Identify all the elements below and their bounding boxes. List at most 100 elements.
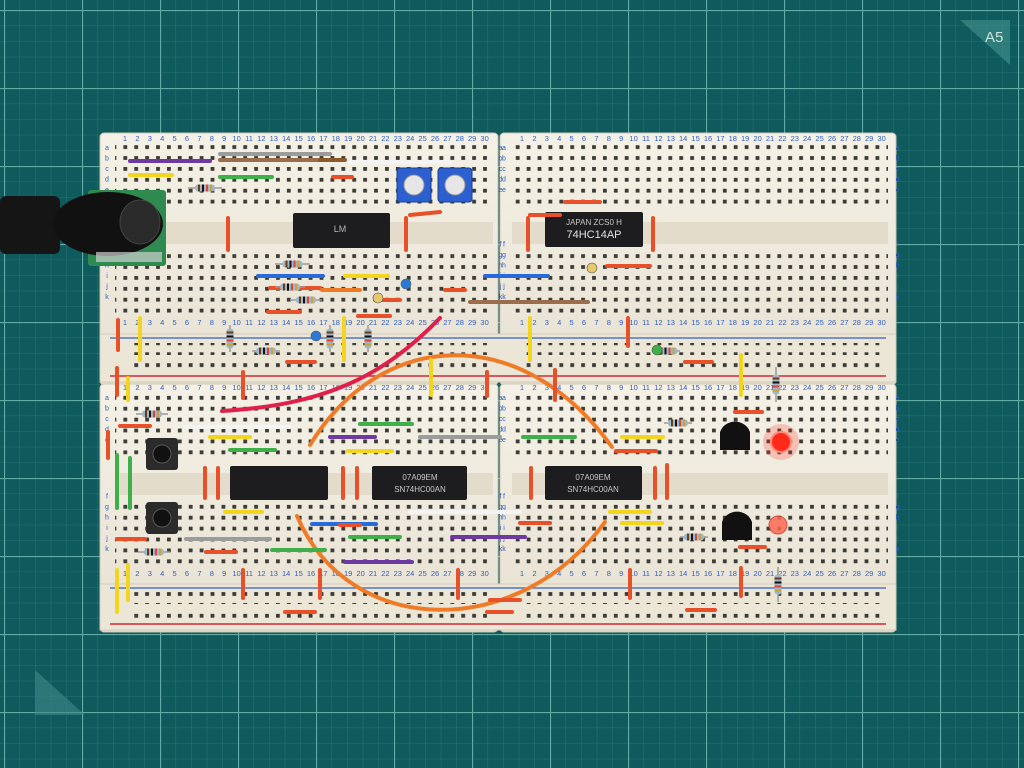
resistor [364, 325, 372, 352]
column-label: 18 [729, 134, 737, 143]
row-label: d [502, 177, 506, 184]
column-label: 2 [135, 318, 139, 327]
column-label: 15 [691, 134, 699, 143]
row-label: g [105, 504, 109, 511]
row-label: a [105, 395, 109, 402]
column-label: 17 [319, 318, 327, 327]
column-label: 7 [197, 134, 201, 143]
column-label: 4 [160, 383, 164, 392]
column-label: 20 [356, 569, 364, 578]
holes-bot-a-e-right [512, 395, 888, 455]
column-label: 21 [766, 318, 774, 327]
column-label: 1 [520, 318, 524, 327]
row-label: f [897, 494, 899, 501]
ic-top-right: JAPAN ZCS0 H 74HC14AP [545, 212, 643, 247]
column-label: 4 [160, 569, 164, 578]
column-label: 23 [394, 134, 402, 143]
column-label: 22 [778, 383, 786, 392]
column-label: 28 [853, 569, 861, 578]
column-label: 28 [456, 383, 464, 392]
row-label: f [500, 494, 502, 501]
column-label: 14 [679, 383, 687, 392]
column-label: 16 [704, 318, 712, 327]
mat-label: A5 [985, 29, 1003, 46]
row-label: e [896, 187, 900, 194]
wire-orange-arc-top [308, 353, 614, 449]
column-label: 19 [741, 134, 749, 143]
column-label: 19 [344, 134, 352, 143]
column-label: 2 [532, 134, 536, 143]
column-label: 18 [729, 383, 737, 392]
row-label: k [896, 546, 900, 553]
column-label: 22 [381, 134, 389, 143]
ic-bottom-right-body [545, 466, 642, 500]
column-label: 7 [594, 383, 598, 392]
column-label: 6 [582, 383, 586, 392]
power-input [0, 190, 166, 266]
resistor [252, 347, 280, 355]
column-label: 29 [865, 383, 873, 392]
row-label: b [105, 406, 109, 413]
row-label: j [896, 284, 899, 291]
row-label: k [499, 546, 503, 553]
column-label: 24 [406, 134, 414, 143]
column-label: 26 [828, 318, 836, 327]
column-label: 24 [406, 383, 414, 392]
column-label: 1 [123, 383, 127, 392]
column-label: 10 [629, 383, 637, 392]
row-label: i [897, 525, 899, 532]
column-label: 16 [704, 383, 712, 392]
column-label: 27 [443, 134, 451, 143]
push-buttons [146, 438, 178, 534]
row-label: k [896, 294, 900, 301]
ic-top-left-line1: LM [334, 224, 347, 234]
row-label: j [502, 284, 505, 291]
ic-bottom-left-body [230, 466, 328, 500]
row-label: b [896, 406, 900, 413]
row-label: f [897, 242, 899, 249]
row-label: g [502, 504, 506, 511]
capacitor [586, 262, 598, 274]
trimmer-knob-2-icon [444, 174, 466, 196]
column-label: 21 [766, 134, 774, 143]
column-label: 1 [123, 318, 127, 327]
column-label: 25 [418, 383, 426, 392]
row-label: d [105, 177, 109, 184]
column-label: 3 [148, 134, 152, 143]
column-label: 9 [222, 383, 226, 392]
column-label: 21 [369, 318, 377, 327]
column-label: 15 [294, 134, 302, 143]
breadboard-labels: 1122334455667788991010111112121313141415… [105, 134, 900, 578]
column-label: 11 [642, 569, 650, 578]
trimmer-knob-1-icon [403, 174, 425, 196]
column-label: 16 [307, 134, 315, 143]
rail-holes-bot-4 [520, 607, 880, 619]
ic-bottom-middle: 07A09EM SN74HC00AN [372, 466, 467, 500]
column-label: 16 [307, 569, 315, 578]
row-label: i [106, 273, 108, 280]
column-label: 7 [594, 569, 598, 578]
column-label: 9 [619, 134, 623, 143]
column-label: 28 [456, 318, 464, 327]
column-label: 30 [877, 318, 885, 327]
column-label: 12 [654, 569, 662, 578]
column-label: 5 [173, 569, 177, 578]
row-label: i [503, 525, 505, 532]
ic-top-right-body [545, 212, 643, 247]
resistor [188, 184, 222, 192]
row-label: c [896, 416, 900, 423]
column-label: 4 [557, 383, 561, 392]
column-label: 2 [532, 318, 536, 327]
column-label: 10 [629, 569, 637, 578]
row-label: g [499, 504, 503, 511]
column-label: 18 [332, 134, 340, 143]
row-label: c [502, 416, 506, 423]
column-label: 11 [642, 383, 650, 392]
column-label: 5 [570, 318, 574, 327]
column-label: 26 [828, 134, 836, 143]
column-label: 10 [232, 569, 240, 578]
column-label: 2 [135, 383, 139, 392]
ic-top-right-line1: JAPAN ZCS0 H [566, 218, 622, 227]
ic-bottom-right: 07A09EM SN74HC00AN [545, 466, 642, 500]
column-label: 8 [210, 134, 214, 143]
